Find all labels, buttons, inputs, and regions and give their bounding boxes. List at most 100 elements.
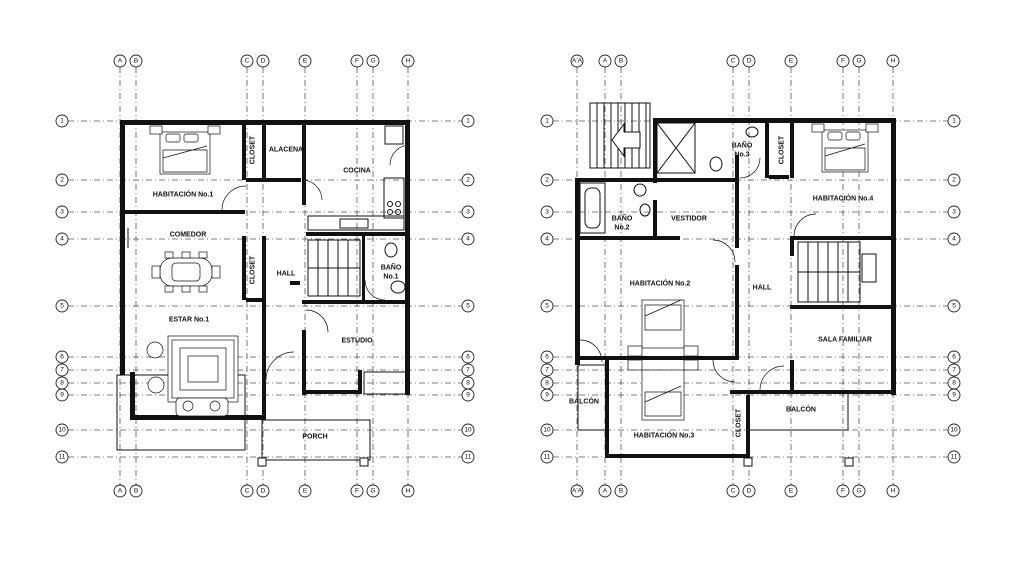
grid-bubble-row (540, 232, 554, 246)
room-label-cocina: COCINA (343, 168, 371, 175)
grid-bubble-column-label: F (355, 488, 359, 495)
grid-bubble-row (461, 350, 475, 364)
grid-bubble-column-label: C (245, 488, 250, 495)
balcony-left (577, 364, 607, 431)
room-label-alacena: ALACENA (269, 147, 303, 154)
stairs (797, 241, 877, 303)
grid-bubble-row-label: 6 (952, 354, 956, 361)
grid-bubble-row-label: 8 (60, 380, 64, 387)
grid-bubble-row-label: 4 (952, 236, 956, 243)
grid-bubble-row (461, 173, 475, 187)
grid-bubble-column (614, 54, 628, 68)
room-label-balcon-left: BALCÓN (569, 397, 599, 406)
grid-bubble-column-label: B (619, 58, 623, 65)
grid-bubble-column (784, 484, 798, 498)
door-kitchen-exterior (389, 144, 411, 166)
grid-bubble-column (240, 54, 254, 68)
vestidor-north (653, 178, 738, 182)
grid-bubble-column-label: G (370, 58, 375, 65)
shower (656, 122, 696, 174)
grid-bubble-row (55, 350, 69, 364)
grid-bubble-column (256, 484, 270, 498)
grid-bubble-row (947, 450, 961, 464)
closet-mid-wall-2 (262, 236, 266, 300)
grid-bubble-row-label: 11 (544, 454, 551, 461)
grid-bubble-column (240, 484, 254, 498)
north-wall (120, 120, 410, 125)
alacena-wall (246, 178, 301, 182)
bed-icon (811, 123, 879, 173)
room-label-porch: PORCH (302, 434, 327, 441)
east-wall (405, 120, 410, 395)
grid-bubble-row (461, 423, 475, 437)
column (743, 457, 753, 467)
grid-bubble-row (540, 363, 554, 377)
grid-bubble-row-label: 5 (545, 303, 549, 310)
stove (383, 177, 405, 219)
planter (363, 371, 407, 395)
door-bano3 (739, 157, 761, 179)
grid-bubble-column (113, 484, 127, 498)
grid-bubble-column-label: D (747, 58, 752, 65)
bathtub-inner (584, 187, 601, 229)
grid-bubble-row-label: 7 (466, 367, 470, 374)
grid-bubble-row (947, 232, 961, 246)
grid-bubble-row-label: 3 (60, 209, 64, 216)
grid-bubble-row-label: 9 (466, 392, 470, 399)
kitchen-south-wall (306, 232, 410, 236)
room-label-closet-mid: CLOSET (250, 255, 257, 284)
kitchen-west-wall (302, 125, 306, 205)
sink-bano1 (390, 280, 406, 294)
ground-floor-plan (116, 120, 411, 467)
habitacion-south-wall (120, 210, 245, 214)
grid-bubble-row (947, 350, 961, 364)
door-balcon-right (759, 365, 785, 391)
grid-bubble-row (55, 114, 69, 128)
closet-wall-2 (262, 125, 266, 180)
grid-bubble-row-label: 8 (952, 380, 956, 387)
grid-bubble-row-label: 11 (465, 454, 472, 461)
grid-bubble-row (540, 388, 554, 402)
room-label-sala-familiar: SALA FAMILIAR (818, 337, 872, 344)
grid-bubble-row (947, 388, 961, 402)
grid-bubble-row (540, 114, 554, 128)
grid-bubble-row-label: 10 (58, 427, 66, 434)
grid-bubble-column (742, 54, 756, 68)
grid-bubble-row-label: 5 (60, 303, 64, 310)
grid-bubble-row (461, 363, 475, 377)
grid-bubble-row (55, 423, 69, 437)
grid-bubble-row-label: 10 (950, 427, 958, 434)
bano2-shower-wall (653, 118, 657, 183)
room-label-habitacion4: HABITACIÓN No.4 (813, 194, 874, 203)
west-wall (575, 180, 580, 365)
grid-bubble-column-label: A (603, 58, 608, 65)
door-balcon-left (579, 339, 603, 363)
grid-bubble-column (401, 484, 415, 498)
grid-bubble-row-label: 6 (466, 354, 470, 361)
dining-table-icon (151, 251, 221, 293)
bed-icon (627, 299, 699, 357)
grid-bubble-column-label: B (134, 488, 138, 495)
ground-floor-labels: HABITACIÓN No.1 CLOSET ALACENA COCINA CO… (153, 135, 402, 440)
bed-icon (149, 125, 221, 175)
grid-bubble-column-label: E (789, 488, 794, 495)
bano2-north-wall (575, 178, 655, 182)
grid-bubble-column (852, 54, 866, 68)
grid-bubble-row-label: 9 (545, 392, 549, 399)
habitacion3-south (605, 454, 750, 458)
room-label-closet-bottom: CLOSET (736, 408, 743, 437)
grid-bubble-column (614, 484, 628, 498)
kitchen-counter (307, 215, 405, 231)
grid-bubble-column-label: H (406, 488, 411, 495)
room-label-habitacion1: HABITACIÓN No.1 (153, 190, 214, 199)
burner (387, 209, 393, 215)
grid-bubble-row-label: 9 (60, 392, 64, 399)
grid-bubble-row-label: 2 (466, 177, 470, 184)
room-label-habitacion3: HABITACIÓN No.3 (634, 431, 695, 440)
bano3-wall (735, 155, 739, 180)
room-label-bano3-number: No.3 (734, 152, 749, 159)
grid-bubble-column-label: B (619, 488, 623, 495)
estudio-north-wall (302, 300, 410, 304)
estudio-west-wall (302, 330, 306, 395)
